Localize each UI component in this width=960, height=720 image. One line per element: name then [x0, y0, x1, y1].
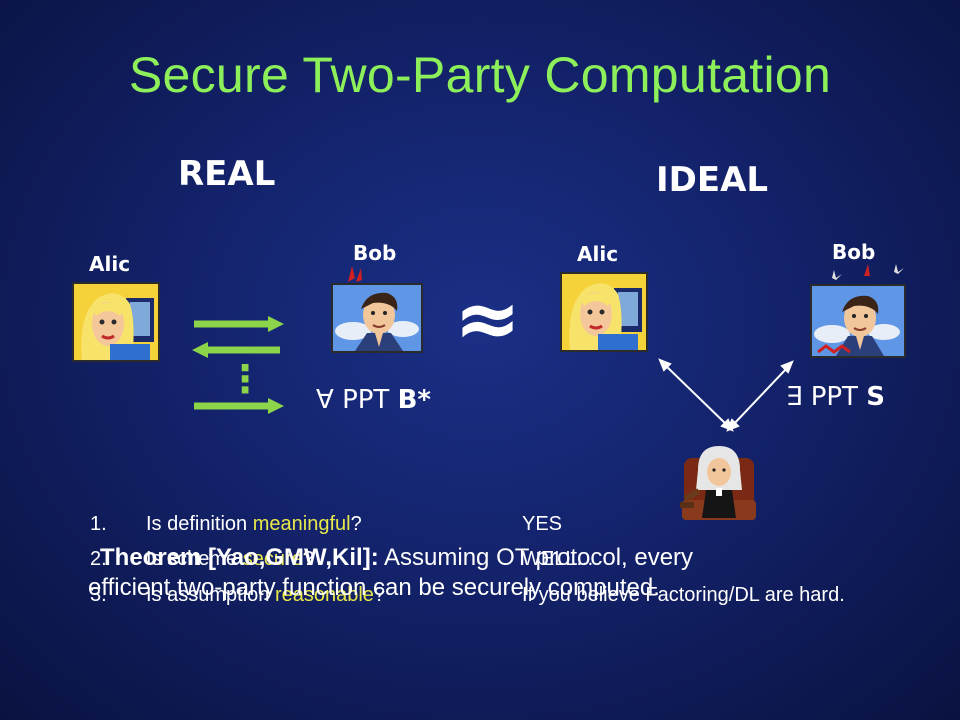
question-3-number: 3.: [90, 584, 107, 606]
ideal-bob-label: Bob: [832, 240, 876, 264]
ideal-simulator: S: [866, 382, 885, 412]
bob-face-icon: [333, 285, 421, 351]
bob-face-icon: [812, 286, 904, 356]
answer-3: If you believe Factoring/DL are hard.: [522, 584, 845, 606]
message-arrows: [192, 316, 284, 414]
message-dots: ⋮: [226, 357, 264, 401]
question-2-number: 2.: [90, 548, 107, 570]
alice-face-icon: [74, 284, 158, 360]
arrow-right-2: [194, 398, 284, 414]
real-alice-avatar: [72, 282, 160, 362]
ideal-alice-avatar: [560, 272, 648, 352]
approx-symbol: ≈: [454, 272, 522, 365]
bob-sparks-icon: [832, 264, 904, 280]
question-1: Is definition meaningful?: [146, 513, 362, 535]
trusted-party-arrows: [658, 358, 794, 432]
answer-1: YES: [522, 513, 563, 535]
theorem-line-1: Assuming OT protocol, every: [378, 544, 694, 571]
slide-title: Secure Two-Party Computation: [128, 47, 832, 103]
real-quantifier: ∀ PPT B*: [316, 385, 431, 415]
theorem-line-2: efficient two-party function can be secu…: [88, 574, 660, 601]
bob-arrowhead: [780, 360, 794, 374]
question-2: Is scheme secure?: [146, 548, 314, 570]
alice-arrowhead: [658, 358, 672, 372]
real-alice-label: Alic: [89, 252, 131, 276]
ideal-alice-label: Alic: [577, 242, 619, 266]
ideal-bob-avatar: [810, 284, 906, 358]
judge-arrowhead-right: [726, 418, 740, 432]
exists-symbol: ∃: [786, 382, 803, 412]
ideal-heading: IDEAL: [656, 160, 769, 200]
arrow-right-1: [194, 316, 284, 332]
forall-symbol: ∀: [316, 385, 334, 415]
arrow-left: [192, 342, 280, 358]
bob-to-judge-arrow: [731, 367, 788, 427]
ideal-quantifier: ∃ PPT S: [786, 382, 885, 412]
real-adversary: B*: [397, 385, 431, 415]
alice-face-icon: [562, 274, 646, 350]
judge-icon: [680, 446, 756, 520]
real-heading: REAL: [178, 154, 276, 194]
answer-2: WELL...: [522, 548, 594, 570]
theorem-label: Theorem [Yao,GMW,Kil]:: [100, 544, 379, 571]
ideal-quantifier-text: PPT: [810, 382, 858, 412]
real-quantifier-text: PPT: [342, 385, 390, 415]
real-bob-avatar: [331, 283, 423, 353]
bob-devil-horns-icon: [348, 266, 362, 282]
theorem: Theorem [Yao,GMW,Kil]: Assuming OT proto…: [88, 543, 900, 603]
question-3: Is assumption reasonable?: [146, 584, 386, 606]
question-1-number: 1.: [90, 513, 107, 535]
alice-to-judge-arrow: [664, 364, 729, 427]
real-bob-label: Bob: [353, 241, 397, 265]
